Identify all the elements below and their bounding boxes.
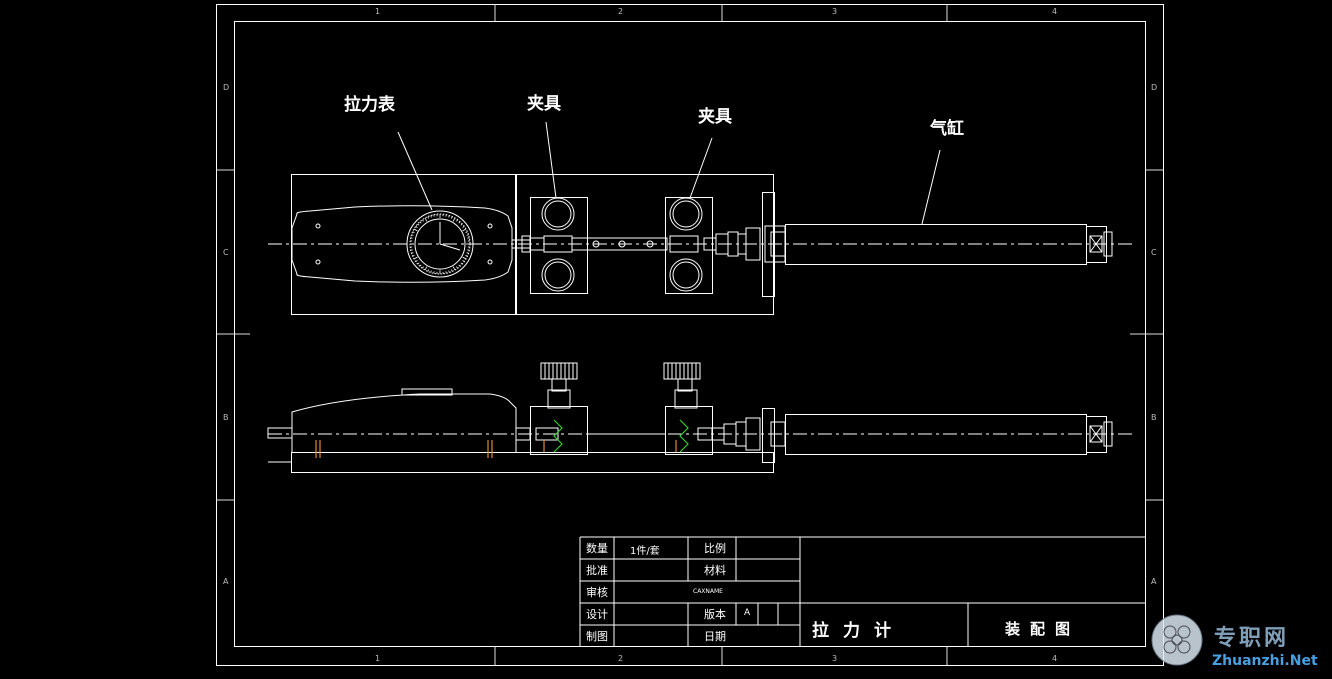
gauge-tick — [462, 226, 465, 228]
leader-lines — [397, 121, 941, 225]
label-fixture-left: 夹具 — [527, 94, 561, 114]
gauge-tick — [448, 215, 450, 218]
zone-row-A-right: A — [1151, 577, 1157, 586]
tb-material: 材料 — [704, 564, 726, 577]
gauge-dial-outer — [406, 210, 474, 278]
tb-qty: 数量 — [586, 542, 608, 555]
gauge-dial-inner — [414, 218, 466, 270]
tb-qty-val: 1件/套 — [630, 546, 660, 557]
gauge-tick — [456, 219, 458, 222]
gauge-tick — [430, 270, 432, 273]
gauge-tick — [448, 270, 450, 273]
gauge-body — [291, 205, 513, 283]
gauge-tick — [422, 266, 424, 269]
gauge-tick — [419, 264, 422, 267]
gauge-tick — [460, 262, 463, 265]
gauge-tick — [415, 226, 418, 228]
gauge-tick — [419, 221, 422, 224]
tb-material-val: CAXNAME — [693, 588, 723, 595]
title-block — [579, 536, 1146, 647]
tb-version-val: A — [744, 608, 751, 618]
gauge-tick — [411, 252, 414, 254]
zone-col-2-top: 2 — [618, 7, 624, 16]
tb-drawing-type: 装配图 — [1005, 620, 1081, 638]
base-front — [291, 452, 774, 473]
cylinder-flange — [762, 192, 775, 297]
zone-row-D-right: D — [1151, 83, 1158, 92]
zone-dividers — [216, 4, 1163, 665]
label-gauge: 拉力表 — [344, 95, 395, 115]
gauge-tick — [451, 216, 453, 219]
watermark-cn: 专职网 — [1214, 626, 1290, 651]
zone-col-1-top: 1 — [375, 7, 381, 16]
fixture-right-top — [665, 197, 713, 294]
tb-approve: 批准 — [586, 564, 608, 577]
cylinder-flange-front — [762, 408, 775, 463]
gauge-tick — [412, 231, 415, 233]
zone-col-4-top: 4 — [1052, 7, 1058, 16]
gauge-tick — [462, 256, 467, 260]
label-cylinder: 气缸 — [930, 119, 964, 139]
gauge-tick — [413, 228, 418, 232]
gauge-tick — [465, 231, 468, 233]
tb-part-name: 拉力计 — [812, 621, 905, 641]
gauge-tick — [417, 223, 420, 226]
top-view — [268, 174, 1135, 315]
front-view — [267, 362, 1135, 473]
zone-row-C-right: C — [1151, 248, 1157, 257]
zone-row-B-right: B — [1151, 413, 1157, 422]
watermark-logo — [1151, 614, 1203, 666]
tb-date: 日期 — [704, 630, 726, 643]
tb-version: 版本 — [704, 608, 726, 621]
gauge-tick — [413, 256, 418, 260]
gauge-tick — [427, 269, 429, 272]
zone-col-2-bottom: 2 — [618, 654, 624, 663]
gauge-tick — [415, 260, 418, 262]
zone-col-1-bottom: 1 — [375, 654, 381, 663]
gauge-tick — [424, 266, 428, 271]
zone-col-3-bottom: 3 — [832, 654, 838, 663]
tb-scale: 比例 — [704, 542, 726, 555]
gauge-tick — [456, 266, 458, 269]
fixture-left-top — [530, 197, 588, 294]
zone-col-4-bottom: 4 — [1052, 654, 1058, 663]
inner-frame — [234, 21, 1146, 647]
tb-draw: 制图 — [586, 630, 608, 643]
outer-frame — [216, 4, 1164, 666]
zone-row-C-left: C — [223, 248, 229, 257]
gauge-tick — [462, 228, 467, 232]
zone-row-D-left: D — [223, 83, 230, 92]
gauge-tick — [462, 260, 465, 262]
gauge-ticks — [410, 214, 470, 274]
zone-row-B-left: B — [223, 413, 229, 422]
watermark-en: Zhuanzhi.Net — [1212, 653, 1318, 669]
gauge-tick — [411, 234, 414, 236]
gauge-tick — [430, 215, 432, 218]
zone-row-A-left: A — [223, 577, 229, 586]
gauge-tick — [466, 234, 469, 236]
gauge-tick — [458, 221, 461, 224]
gauge-tick — [466, 252, 469, 254]
fixture-left-front — [530, 406, 588, 455]
label-fixture-right: 夹具 — [698, 107, 732, 127]
gauge-tick — [460, 223, 463, 226]
tb-review: 审核 — [586, 586, 608, 599]
gauge-tick — [465, 255, 468, 257]
gauge-tick — [412, 255, 415, 257]
gauge-tick — [417, 262, 420, 265]
tb-design: 设计 — [586, 608, 608, 621]
gauge-tick — [451, 269, 453, 272]
gauge-tick — [427, 216, 429, 219]
gauge-tick — [458, 264, 461, 267]
gauge-tick — [422, 219, 424, 222]
gauge-side — [291, 393, 517, 452]
fixture-details-colored — [315, 419, 689, 458]
gauge-tick — [452, 266, 456, 271]
gauge-tick — [424, 217, 428, 222]
gauge-tick — [452, 217, 456, 222]
zone-col-3-top: 3 — [832, 7, 838, 16]
fixture-right-front — [665, 406, 713, 455]
